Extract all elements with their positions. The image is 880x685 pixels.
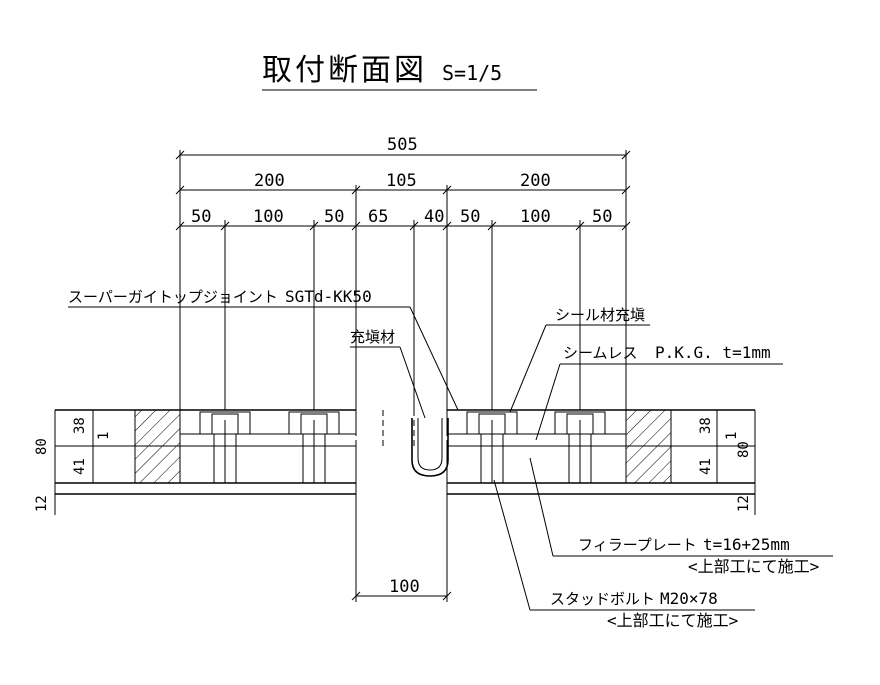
title-text: 取付断面図: [262, 53, 427, 88]
left-dim-base: 12: [34, 495, 50, 512]
scale-text: S=1/5: [442, 61, 502, 85]
dim-right-sub-3: 50: [592, 207, 612, 227]
label-joint-model: SGTd-KK50: [285, 287, 372, 306]
dim-center-section: 105: [386, 171, 417, 191]
label-stud-bolt-name: スタッドボルト: [550, 590, 655, 608]
bolt-left-2: [288, 411, 340, 484]
right-filler-plate: [446, 445, 627, 484]
dim-center-sub-1: 65: [368, 207, 388, 227]
dim-overall: 505: [387, 135, 418, 155]
u-shaped-filler-inner: [417, 418, 443, 471]
right-joint-plate: [446, 409, 627, 435]
bolt-right-2: [554, 411, 606, 484]
dim-right-sub-2: 100: [520, 207, 551, 227]
stud-bolts: [199, 411, 606, 484]
right-dim-total: 80: [736, 441, 752, 458]
label-stud-bolt-spec: M20×78: [660, 589, 718, 608]
drawing-title: 取付断面図 S=1/5: [262, 53, 537, 91]
label-filler-plate-note: <上部工にて施工>: [688, 557, 819, 576]
label-filler-plate-spec: t=16+25mm: [703, 535, 790, 554]
right-dim-base: 12: [736, 495, 752, 512]
label-seamless-spec: P.K.G. t=1mm: [655, 343, 771, 362]
right-vertical-dimensions: 38 1 41 80 12: [698, 410, 756, 515]
left-filler-plate: [179, 445, 357, 484]
label-joint-name: スーパーガイトップジョイント: [68, 288, 278, 306]
dim-bottom-gap: 100: [389, 577, 420, 597]
label-filler: 充塡材: [350, 328, 395, 346]
callouts: スーパーガイトップジョイント SGTd-KK50 充塡材 シール材充塡 シームレ…: [68, 287, 833, 630]
left-vertical-dimensions: 80 38 1 41 12: [34, 410, 112, 515]
left-dim-bottom: 41: [72, 458, 88, 475]
label-seal: シール材充塡: [555, 306, 645, 324]
extension-lines: [179, 150, 627, 410]
right-dim-bottom: 41: [698, 458, 714, 475]
bottom-gap-dimension: 100: [351, 494, 452, 602]
bolt-left-1: [199, 411, 251, 484]
label-filler-plate-name: フィラープレート: [578, 536, 697, 554]
dim-right-sub-1: 50: [460, 207, 480, 227]
left-dim-mid: 1: [96, 432, 112, 440]
u-shaped-filler: [411, 418, 449, 477]
left-dim-top: 38: [72, 417, 88, 434]
right-dim-top: 38: [698, 417, 714, 434]
dim-right-section: 200: [520, 171, 551, 191]
left-dim-total: 80: [34, 438, 50, 455]
dim-left-sub-2: 100: [253, 207, 284, 227]
deck-structure: [55, 409, 755, 495]
bolt-right-1: [466, 411, 518, 484]
dim-left-sub-3: 50: [324, 207, 344, 227]
dim-left-sub-1: 50: [191, 207, 211, 227]
dim-center-sub-2: 40: [424, 207, 444, 227]
label-stud-bolt-note: <上部工にて施工>: [607, 611, 738, 630]
top-dimensions: 505 200 105 200 50 100 50 65 40 50 100 5…: [175, 135, 631, 231]
right-dim-mid: 1: [724, 432, 740, 440]
dim-left-section: 200: [254, 171, 285, 191]
left-joint-plate: [179, 409, 357, 435]
label-seamless-name: シームレス: [563, 344, 638, 362]
